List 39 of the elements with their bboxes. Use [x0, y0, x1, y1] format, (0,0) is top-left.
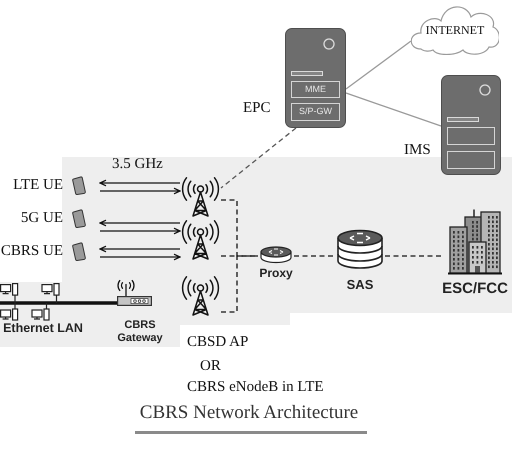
- server-module: MME: [291, 81, 340, 98]
- arrow: [99, 180, 180, 186]
- connector-line: [86, 301, 117, 305]
- server: [441, 75, 501, 175]
- node-label: ESC/FCC: [442, 280, 508, 297]
- node-label: CBRS Gateway: [117, 319, 163, 345]
- node-label: 5G UE: [20, 209, 63, 228]
- arrow: [100, 254, 181, 260]
- annotation-text: 3.5 GHz: [112, 155, 163, 173]
- antenna-tower-icon: [180, 177, 221, 217]
- dashed-connector: [385, 255, 442, 257]
- dashed-connector: [220, 128, 296, 188]
- server-module: [447, 151, 495, 169]
- connector-line: [346, 40, 412, 90]
- node-label: Proxy: [259, 266, 293, 280]
- node-label: INTERNET: [426, 23, 484, 37]
- server-module: [447, 127, 495, 145]
- annotation-text: CBRS eNodeB in LTE: [187, 378, 324, 396]
- arrow: [99, 220, 180, 226]
- dashed-connector: [221, 255, 258, 257]
- node-caption: IMS: [404, 141, 431, 159]
- dashed-connector: [294, 255, 335, 257]
- dashed-connector: [221, 255, 258, 313]
- annotation-text: CBSD AP: [187, 333, 248, 351]
- server-module: S/P-GW: [291, 103, 340, 121]
- connector-line: [346, 92, 442, 127]
- server: [285, 28, 346, 128]
- node-label: SAS: [346, 277, 374, 292]
- arrow: [100, 228, 181, 234]
- node-label: LTE UE: [13, 176, 63, 195]
- node-caption: EPC: [243, 99, 271, 117]
- node-label: CBRS UE: [0, 242, 63, 261]
- annotation-text: OR: [200, 357, 221, 375]
- arrow: [100, 188, 181, 194]
- diagram-title: CBRS Network Architecture: [140, 401, 358, 425]
- arrow: [99, 246, 180, 252]
- antenna-tower-icon: [180, 276, 221, 316]
- node-label: Ethernet LAN: [3, 321, 83, 335]
- antenna-tower-icon: [180, 220, 221, 260]
